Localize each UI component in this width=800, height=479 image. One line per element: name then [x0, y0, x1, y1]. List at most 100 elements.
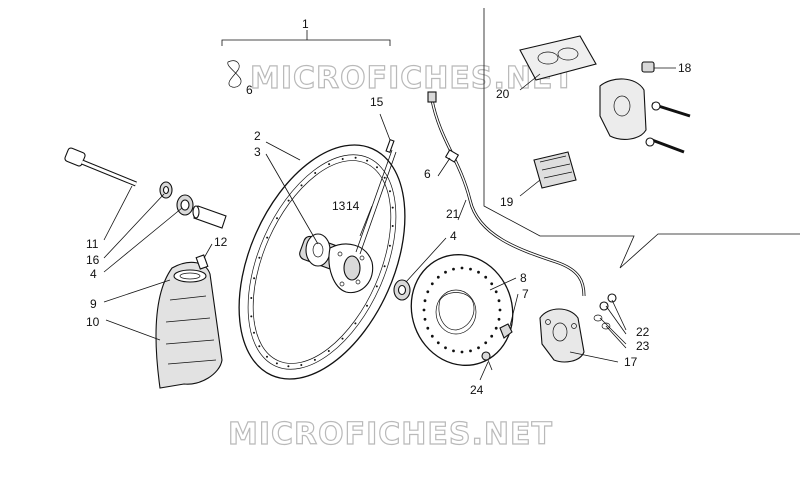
- disc-hole: [497, 299, 501, 303]
- callout-4-left: 4: [90, 267, 97, 281]
- callout-18: 18: [678, 61, 692, 75]
- callout-24: 24: [470, 383, 484, 397]
- spoke-hole: [341, 337, 344, 340]
- brake-pads-part: [533, 151, 577, 189]
- callout-6-hose: 6: [424, 167, 431, 181]
- wheel-hub-part: [299, 233, 374, 294]
- callout-7: 7: [522, 287, 529, 301]
- spoke-hole: [341, 158, 344, 160]
- spoke-hole: [250, 297, 253, 299]
- upper-caliper-part: [599, 61, 691, 154]
- callout-10: 10: [86, 315, 100, 329]
- disc-hole: [452, 349, 455, 353]
- spoke-hole: [354, 156, 357, 159]
- disc-hole: [430, 282, 434, 286]
- callout-4-right: 4: [450, 229, 457, 243]
- callout-15: 15: [370, 95, 384, 109]
- callout-6-top: 6: [246, 83, 253, 97]
- spoke-hole: [391, 206, 394, 209]
- tire-valve-part: [385, 138, 395, 154]
- spoke-hole: [276, 217, 278, 220]
- disc-hole: [422, 308, 426, 312]
- callout-14: 14: [346, 199, 360, 213]
- watermark-top: MICROFICHES.NET: [250, 61, 575, 96]
- callout-20: 20: [496, 87, 510, 101]
- callout-9: 9: [90, 297, 97, 311]
- spoke-hole: [266, 236, 269, 239]
- spoke-hole: [383, 176, 386, 179]
- brake-disc-part: [410, 254, 514, 366]
- spoke-hole: [388, 244, 391, 247]
- callout-17: 17: [624, 355, 638, 369]
- disc-screw-part: [481, 351, 493, 371]
- o-ring-part: [227, 60, 242, 88]
- callout-8: 8: [520, 271, 527, 285]
- spoke-hole: [391, 225, 394, 227]
- disc-hole: [436, 341, 440, 345]
- disc-hole: [490, 282, 494, 286]
- disc-hole: [444, 346, 447, 350]
- spoke-hole: [266, 355, 268, 358]
- spoke-hole: [258, 256, 261, 259]
- callout-labels: 1 2 3 4 4 6 6 7 8 9 10 11 12 13 14 15 16…: [86, 17, 692, 397]
- disc-hole: [426, 326, 430, 330]
- bearing-part-left: [176, 194, 194, 216]
- disc-hole: [494, 326, 498, 330]
- callout-3: 3: [254, 145, 261, 159]
- spoke-hole: [258, 345, 261, 348]
- spacer-part: [192, 205, 227, 229]
- brake-hose-part: [427, 91, 586, 297]
- spoke-hole: [328, 163, 331, 166]
- kit-bracket-1: [221, 30, 391, 46]
- spoke-hole: [314, 172, 317, 174]
- leader-lines: [103, 67, 676, 381]
- callout-12: 12: [214, 235, 228, 249]
- disc-hole: [497, 317, 501, 321]
- spoke-hole: [287, 199, 290, 202]
- spoke-hole: [300, 184, 303, 187]
- spoke-hole: [366, 304, 368, 307]
- disc-hole: [452, 267, 455, 271]
- spoke-hole: [354, 322, 357, 325]
- disc-hole: [423, 317, 427, 321]
- disc-hole: [469, 267, 472, 271]
- disc-hole: [484, 275, 488, 279]
- disc-hole: [426, 290, 430, 294]
- axle-part: [64, 147, 137, 187]
- disc-hole: [477, 346, 480, 350]
- disc-hole: [460, 266, 464, 270]
- spoke-hole: [250, 315, 253, 318]
- axle-nut-part: [159, 181, 173, 199]
- spoke-hole: [253, 277, 256, 280]
- bearing-part-right: [393, 279, 411, 301]
- disc-hole: [430, 334, 434, 338]
- callout-11: 11: [86, 237, 99, 251]
- watermark-bottom: MICROFICHES.NET: [228, 417, 553, 452]
- spoke-hole: [313, 358, 316, 361]
- disc-hole: [494, 290, 498, 294]
- disc-hole: [477, 270, 480, 274]
- spoke-hole: [327, 350, 330, 352]
- disc-hole: [490, 334, 494, 338]
- disc-hole: [423, 299, 427, 303]
- spoke-hole: [389, 190, 391, 193]
- callout-2: 2: [254, 129, 261, 143]
- callout-19: 19: [500, 195, 514, 209]
- callout-21: 21: [446, 207, 460, 221]
- disc-hole: [436, 275, 440, 279]
- spoke-hole: [275, 362, 278, 365]
- disc-hole: [484, 341, 488, 345]
- callout-22: 22: [636, 325, 650, 339]
- spoke-hole: [287, 365, 290, 368]
- callout-13: 13: [332, 199, 346, 213]
- spoke-hole: [375, 285, 378, 288]
- spoke-hole: [253, 331, 255, 334]
- brake-section-divider: [483, 8, 800, 269]
- disc-hole: [444, 270, 447, 274]
- callout-16: 16: [86, 253, 100, 267]
- caliper-bolt-part: [593, 293, 617, 330]
- spoke-hole: [366, 159, 369, 162]
- brake-caliper-part: [539, 308, 585, 363]
- callout-1: 1: [302, 17, 309, 31]
